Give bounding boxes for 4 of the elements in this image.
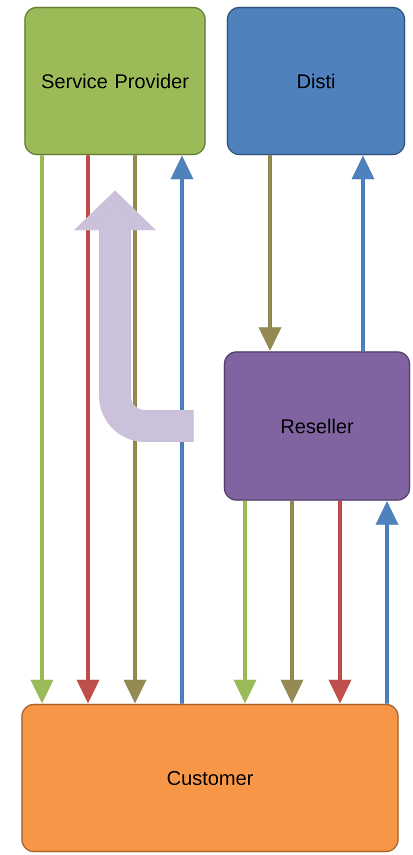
process-box: Customer [21,704,399,852]
process-box: Reseller [224,351,410,501]
process-box: Disti [226,6,406,156]
process-box: Service Provider [24,6,206,156]
